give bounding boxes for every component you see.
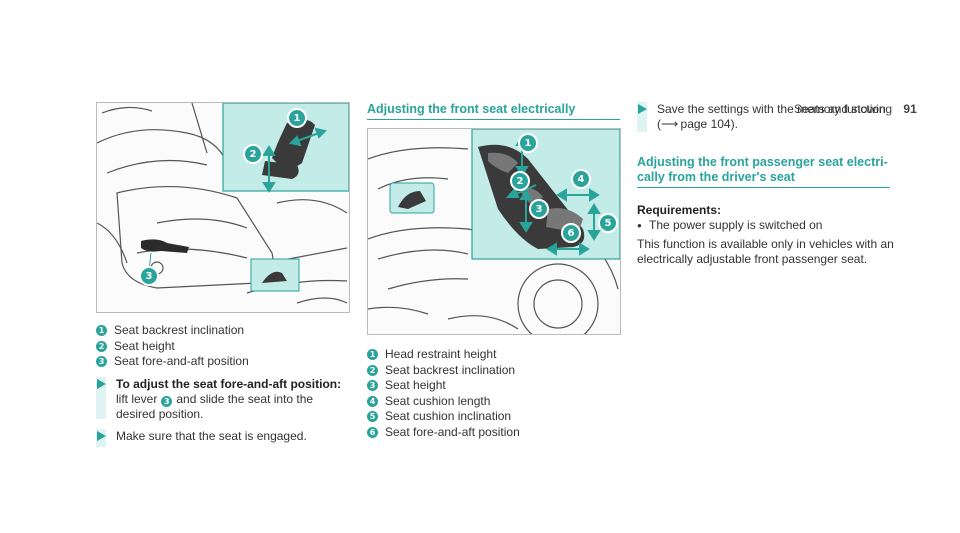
caption-text: Seat backrest inclination xyxy=(114,323,245,337)
callout-2: 2 xyxy=(243,144,263,164)
callout-5: 5 xyxy=(598,213,618,233)
instruction-step-engaged: Make sure that the seat is engaged. xyxy=(96,429,356,447)
caption-text: Seat cushion length xyxy=(385,393,491,408)
availability-note: This function is available only in vehic… xyxy=(637,237,897,267)
step-text: Save the settings with the memory functi… xyxy=(657,102,886,116)
callout-1: 1 xyxy=(518,133,538,153)
instruction-step-save: Save the settings with the memory functi… xyxy=(637,102,897,132)
caption-number: 3 xyxy=(367,380,378,392)
caption-text: Seat backrest inclination xyxy=(385,362,516,377)
note-line: This function is available only in vehic… xyxy=(637,237,894,251)
play-arrow-icon xyxy=(97,431,106,441)
callout-4: 4 xyxy=(571,169,591,189)
caption-number: 1 xyxy=(367,349,378,361)
note-line: electrically adjustable front passenger … xyxy=(637,252,868,266)
bullet-icon: ● xyxy=(637,221,642,230)
caption-text: Seat fore-and-aft position xyxy=(385,424,520,439)
page-ref-arrow-icon: ⟶ xyxy=(661,117,678,131)
step-marker xyxy=(96,377,106,419)
step-marker xyxy=(96,429,106,447)
caption-item: 2 Seat height xyxy=(96,339,249,355)
caption-number: 3 xyxy=(96,356,107,368)
title-line: cally from the driver's seat xyxy=(637,170,795,184)
step-text: ( xyxy=(657,117,661,131)
step-text: Make sure that the seat is engaged. xyxy=(116,429,307,443)
figure-manual-seat: 1 2 3 xyxy=(96,102,350,313)
caption-item: 1 Head restraint height xyxy=(367,347,520,363)
caption-text: Seat height xyxy=(114,338,175,353)
caption-number: 1 xyxy=(96,325,107,337)
step-text: and slide the seat into the xyxy=(176,392,314,406)
caption-item: 1 Seat backrest inclination xyxy=(96,323,249,339)
figure-electric-seat: 1 2 3 4 5 6 xyxy=(367,128,621,335)
caption-text: Seat cushion inclination xyxy=(385,409,512,423)
left-caption-list: 1 Seat backrest inclination 2 Seat heigh… xyxy=(96,323,249,370)
callout-3: 3 xyxy=(529,199,549,219)
requirements-label: Requirements: xyxy=(637,203,722,217)
instruction-step-fore-aft: To adjust the seat fore-and-aft position… xyxy=(96,377,356,422)
caption-item: 6 Seat fore-and-aft position xyxy=(367,425,520,441)
requirement-item: ● The power supply is switched on xyxy=(637,218,897,233)
caption-text: Seat fore-and-aft position xyxy=(114,354,249,368)
electric-seat-illustration xyxy=(368,129,620,334)
page-number: 91 xyxy=(903,102,917,116)
caption-number: 4 xyxy=(367,395,378,407)
page-ref-link[interactable]: page 104). xyxy=(677,117,738,131)
caption-text: Seat height xyxy=(385,378,446,392)
step-body: To adjust the seat fore-and-aft position… xyxy=(116,377,341,422)
requirements-block: Requirements: ● The power supply is swit… xyxy=(637,203,897,267)
caption-item: 2 Seat backrest inclination xyxy=(367,363,520,379)
play-arrow-icon xyxy=(97,379,106,389)
callout-1: 1 xyxy=(287,108,307,128)
step-title: To adjust the seat fore-and-aft position… xyxy=(116,377,342,391)
caption-item: 3 Seat height xyxy=(367,378,520,394)
manual-seat-illustration xyxy=(97,103,349,304)
step-body: Save the settings with the memory functi… xyxy=(657,102,886,132)
step-marker xyxy=(637,102,647,132)
callout-6: 6 xyxy=(561,223,581,243)
header-section-title: Seats and stowing xyxy=(794,102,893,116)
caption-number: 6 xyxy=(367,426,378,438)
caption-item: 3 Seat fore-and-aft position xyxy=(96,354,249,370)
caption-item: 4 Seat cushion length xyxy=(367,394,520,410)
caption-item: 5 Seat cushion inclination xyxy=(367,409,520,425)
step-text: lift lever xyxy=(116,392,158,406)
section-title-front-seat: Adjusting the front seat electrically xyxy=(367,102,620,120)
lever-ref-number: 3 xyxy=(161,396,173,407)
caption-number: 2 xyxy=(96,340,107,352)
caption-number: 5 xyxy=(367,411,378,423)
caption-text: Head restraint height xyxy=(385,347,497,361)
requirement-text: The power supply is switched on xyxy=(649,218,823,232)
step-text: desired position. xyxy=(116,407,204,421)
title-line: Adjusting the front passenger seat elect… xyxy=(637,155,888,169)
middle-caption-list: 1 Head restraint height 2 Seat backrest in… xyxy=(367,347,520,440)
play-arrow-icon xyxy=(638,104,647,114)
callout-2: 2 xyxy=(510,171,530,191)
section-title-passenger-seat: Adjusting the front passenger seat elect… xyxy=(637,155,890,188)
caption-number: 2 xyxy=(367,364,378,376)
running-header: Seats and stowing 91 xyxy=(794,102,917,116)
callout-3: 3 xyxy=(139,266,159,286)
